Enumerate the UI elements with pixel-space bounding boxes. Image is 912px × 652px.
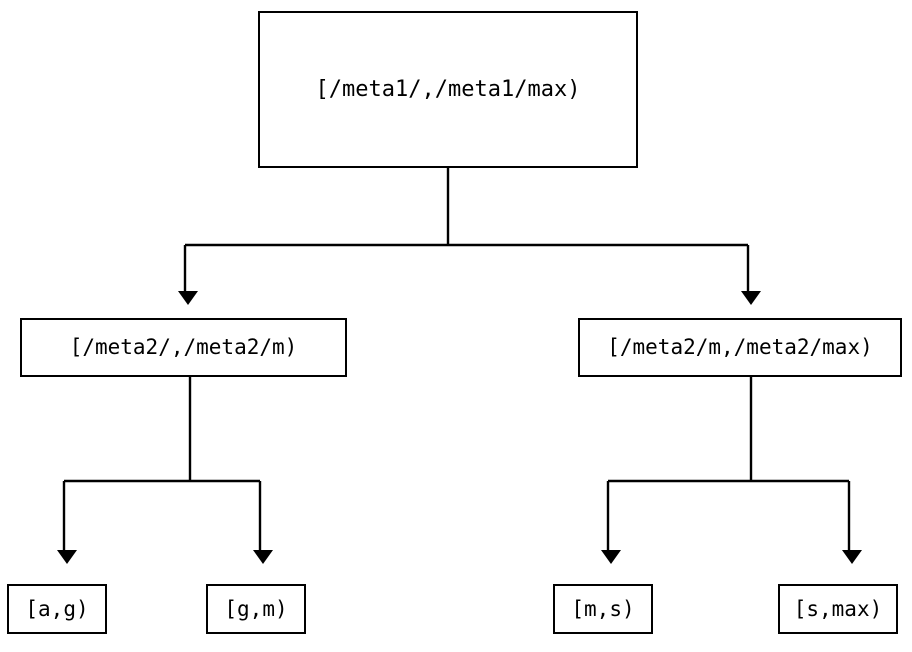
arrowhead-icon (741, 291, 761, 305)
node-mid-right[interactable]: [/meta2/m,/meta2/max) (578, 318, 902, 377)
node-leaf-s-max-label: [s,max) (793, 596, 883, 621)
arrowhead-icon (842, 550, 862, 564)
node-mid-left-label: [/meta2/,/meta2/m) (69, 335, 298, 359)
edge-midleft-to-leaves (57, 377, 273, 564)
node-leaf-m-s[interactable]: [m,s) (553, 584, 653, 634)
arrowhead-icon (178, 291, 198, 305)
edge-midright-to-leaves (601, 377, 862, 564)
node-leaf-a-g-label: [a,g) (25, 596, 89, 621)
node-leaf-g-m-label: [g,m) (224, 596, 288, 621)
node-leaf-a-g[interactable]: [a,g) (7, 584, 107, 634)
arrowhead-icon (57, 550, 77, 564)
edge-root-to-mid (178, 168, 761, 305)
arrowhead-icon (601, 550, 621, 564)
arrowhead-icon (253, 550, 273, 564)
node-leaf-m-s-label: [m,s) (571, 596, 635, 621)
node-root[interactable]: [/meta1/,/meta1/max) (258, 11, 638, 168)
node-mid-right-label: [/meta2/m,/meta2/max) (607, 335, 873, 359)
node-root-label: [/meta1/,/meta1/max) (315, 76, 581, 102)
node-mid-left[interactable]: [/meta2/,/meta2/m) (20, 318, 347, 377)
node-leaf-g-m[interactable]: [g,m) (206, 584, 306, 634)
node-leaf-s-max[interactable]: [s,max) (778, 584, 898, 634)
